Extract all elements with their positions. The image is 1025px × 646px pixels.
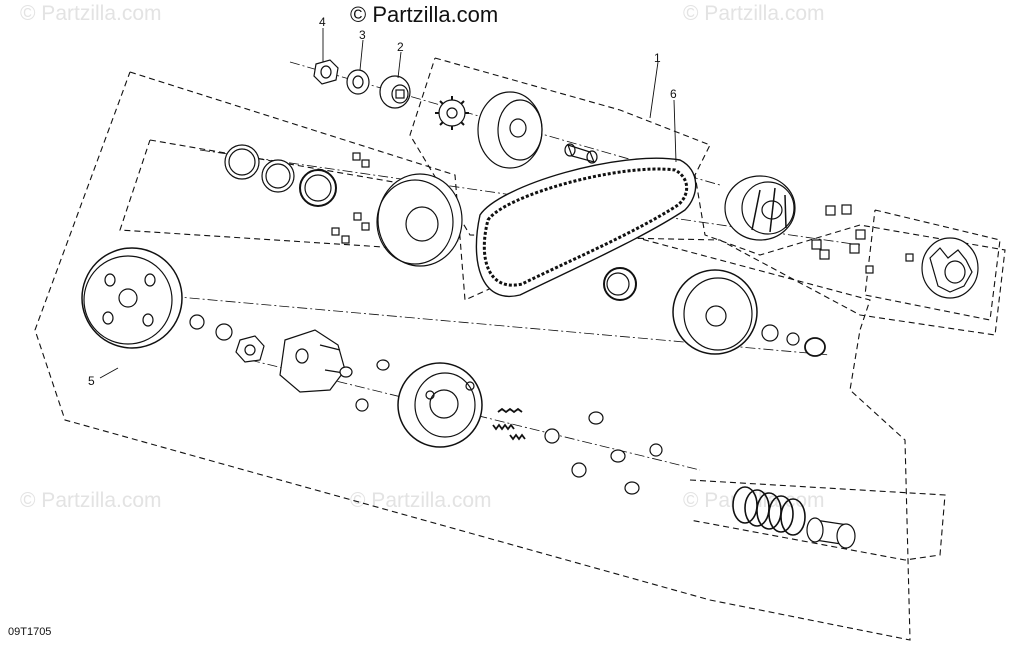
drive-belt-part <box>475 157 697 298</box>
spring-seat-part <box>806 517 856 549</box>
ring-part <box>224 144 260 180</box>
small-clip-parts <box>865 253 914 274</box>
clutch-carrier-part <box>279 329 351 393</box>
seal-collar-part <box>603 267 637 301</box>
callout-5: 5 <box>88 374 95 388</box>
bearing-parts <box>761 324 826 357</box>
collar-part <box>379 75 411 109</box>
nut-part <box>313 59 339 85</box>
diagram-code: 09T1705 <box>8 626 52 638</box>
callout-3: 3 <box>359 28 366 42</box>
roller-parts <box>331 152 370 244</box>
shoe-spring-parts <box>492 407 526 441</box>
leader-lines <box>99 28 677 379</box>
small-washers <box>189 314 265 363</box>
clutch-shoe-part <box>397 362 483 448</box>
ring-part <box>299 169 337 207</box>
callout-1: 1 <box>654 51 661 65</box>
copyright-notice: © Partzilla.com <box>350 2 499 27</box>
callout-4: 4 <box>319 15 326 29</box>
washer-part <box>346 69 370 95</box>
ramp-plate-part <box>921 237 979 299</box>
ring-part <box>261 159 295 193</box>
sprocket-part <box>435 96 469 130</box>
callout-6: 6 <box>670 87 677 101</box>
watermark: © Partzilla.com <box>20 2 162 25</box>
slider-parts <box>811 204 866 260</box>
watermark: © Partzilla.com <box>350 489 492 512</box>
pin-parts <box>339 359 390 412</box>
watermark: © Partzilla.com <box>20 489 162 512</box>
small-dampers <box>544 411 663 495</box>
callout-2: 2 <box>397 40 404 54</box>
clutch-housing-part <box>81 247 183 349</box>
compression-spring-part <box>732 486 806 536</box>
bushing-part <box>564 143 598 164</box>
movable-sheave-part <box>724 175 796 241</box>
driven-pulley-part <box>672 269 758 355</box>
watermark: © Partzilla.com <box>683 2 825 25</box>
drive-pulley-part <box>376 173 463 267</box>
fixed-sheave-part <box>477 91 543 169</box>
